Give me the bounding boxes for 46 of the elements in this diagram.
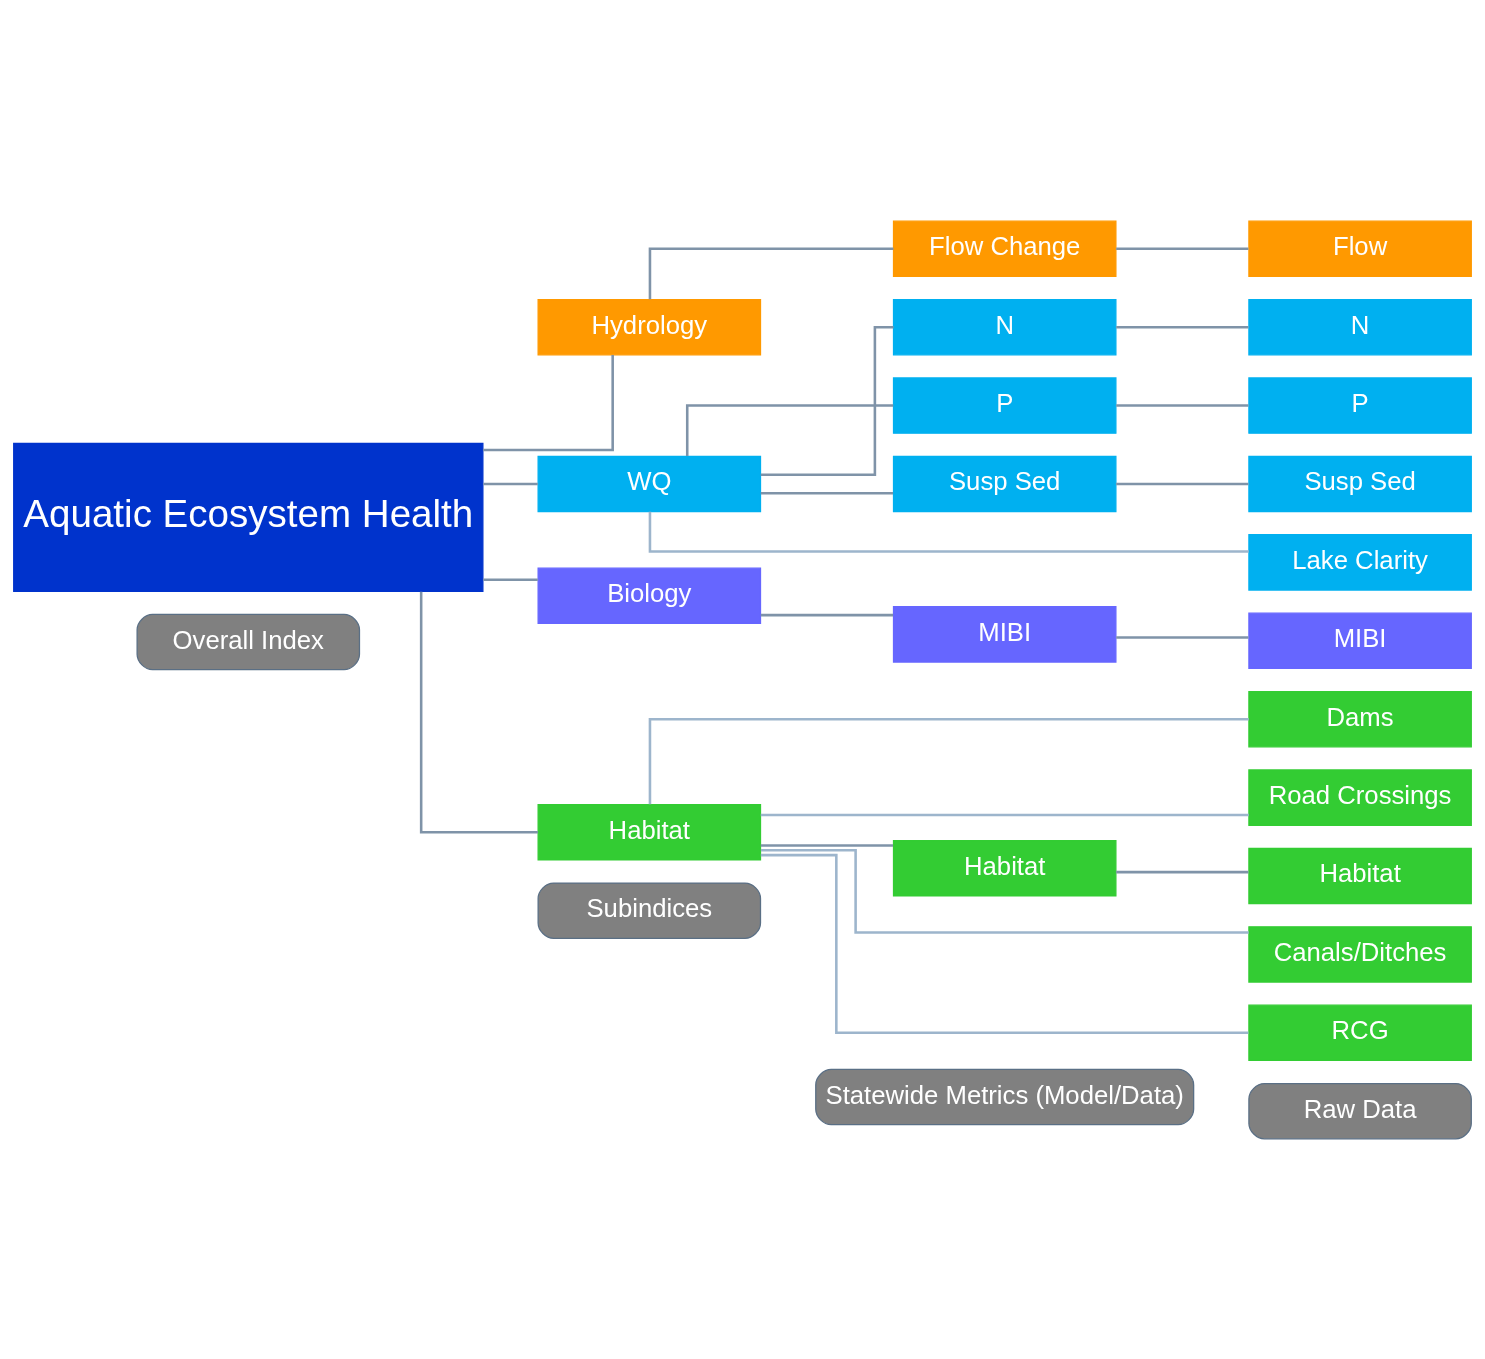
node-box: Biology	[537, 567, 762, 624]
node-box: Road Crossings	[1248, 768, 1472, 826]
node-box: WQ	[537, 455, 762, 512]
node-box: N	[1248, 298, 1472, 355]
connector	[760, 613, 893, 616]
connector	[483, 577, 538, 581]
node-box: MIBI	[892, 605, 1117, 663]
node-box: Susp Sed	[892, 455, 1117, 512]
connector	[419, 591, 538, 834]
connector	[760, 843, 893, 847]
node-box: Susp Sed	[1248, 455, 1472, 512]
node-box: Flow Change	[892, 220, 1117, 277]
connector	[760, 813, 1249, 816]
node-box: Flow	[1248, 220, 1472, 277]
node-box: Habitat	[537, 803, 762, 861]
connector	[1116, 870, 1249, 873]
node-box: Lake Clarity	[1248, 533, 1472, 591]
node-box: Dams	[1248, 690, 1472, 747]
connector	[1116, 325, 1249, 328]
node-box: Subindices	[537, 881, 762, 939]
connector	[648, 511, 1249, 553]
node-box: RCG	[1248, 1004, 1472, 1061]
node-box: Habitat	[892, 839, 1117, 897]
connector	[1116, 247, 1249, 250]
node-box: Canals/Ditches	[1248, 925, 1472, 983]
node-box: Raw Data	[1248, 1082, 1472, 1139]
node-box: P	[1248, 376, 1472, 434]
node-box: MIBI	[1248, 612, 1472, 669]
node-box: Overall Index	[136, 613, 361, 670]
node-box: N	[892, 298, 1117, 355]
connector	[1116, 403, 1249, 407]
connector	[1116, 482, 1249, 485]
node-box: Aquatic Ecosystem Health	[13, 442, 484, 592]
node-box: Hydrology	[537, 298, 762, 355]
connector	[760, 848, 1249, 934]
connector	[483, 354, 614, 451]
connector	[648, 717, 1249, 804]
connector	[760, 491, 893, 494]
node-box: Habitat	[1248, 847, 1472, 904]
connector	[648, 247, 894, 299]
connector	[685, 403, 894, 456]
connector	[760, 853, 1249, 1034]
node-box: Statewide Metrics (Model/Data)	[815, 1068, 1195, 1125]
node-box: P	[892, 376, 1117, 434]
connector	[483, 482, 538, 485]
connector	[1116, 635, 1249, 639]
